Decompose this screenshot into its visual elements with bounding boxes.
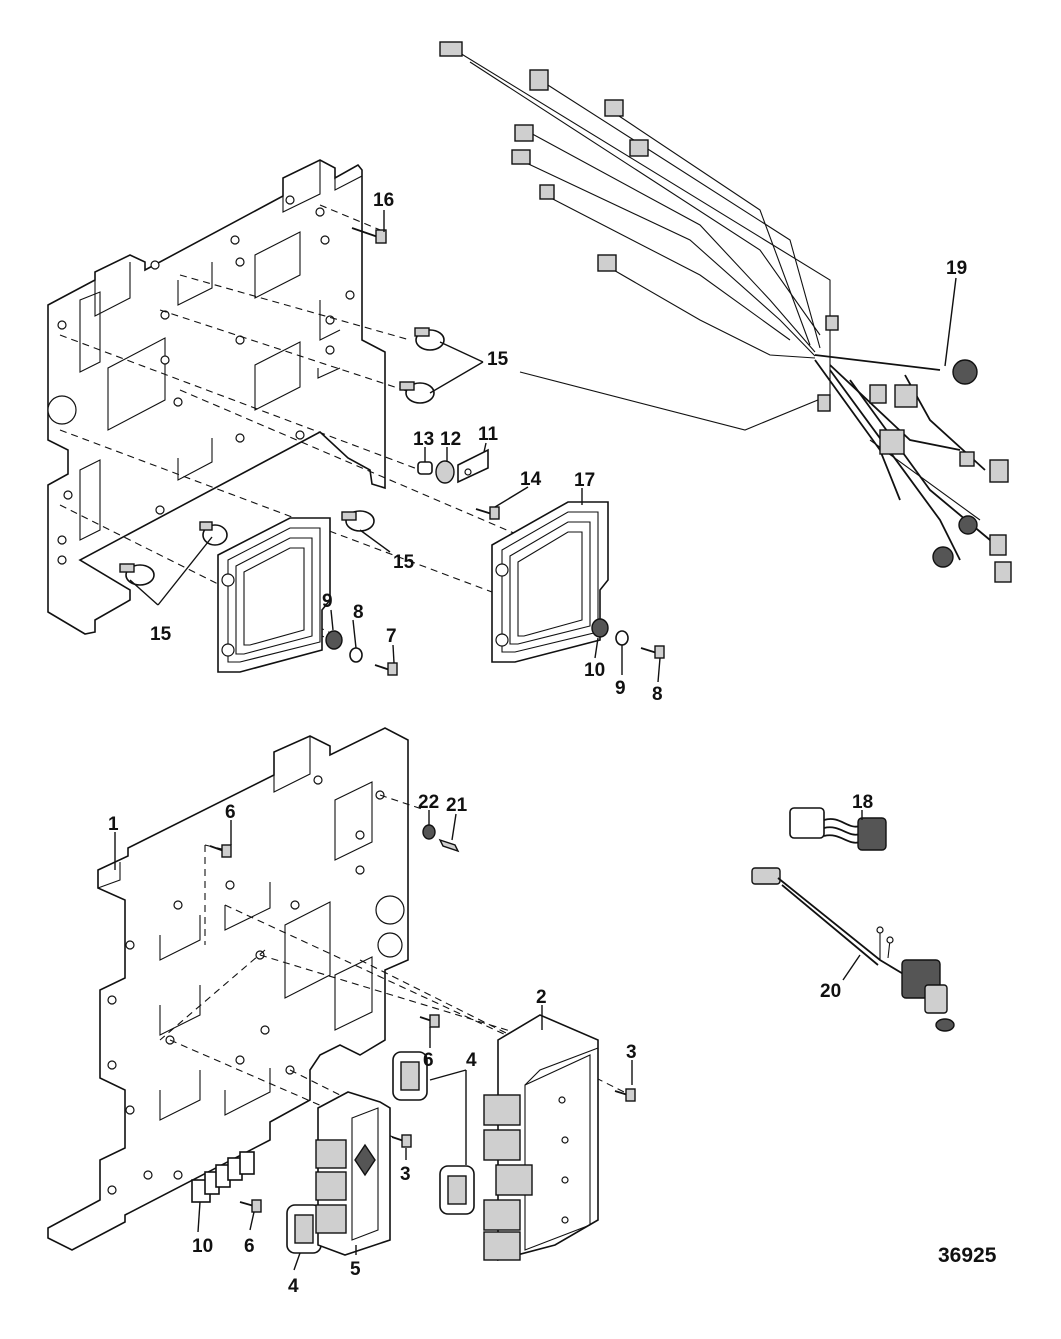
fuse-box-5 (315, 1091, 391, 1256)
clamp-15-mid-b (199, 521, 228, 546)
callout-21: 21 (446, 795, 468, 816)
ecm-module-left (217, 517, 331, 673)
callout-12: 12 (440, 429, 461, 450)
callout-10-b: 10 (584, 660, 605, 681)
callout-8-b: 8 (652, 684, 663, 705)
clamp-15-upper-a (414, 327, 445, 351)
callout-16: 16 (373, 190, 394, 211)
harness-20 (751, 867, 955, 1032)
callout-19: 19 (946, 258, 967, 279)
figure-number: 36925 (938, 1244, 997, 1267)
relay-block-7 (191, 1151, 255, 1203)
washer-9-right (615, 630, 629, 646)
screw-21 (438, 838, 460, 853)
bracket-11 (457, 448, 489, 484)
callout-20: 20 (820, 981, 841, 1002)
adapter-harness-18 (789, 807, 887, 851)
callout-9-a: 8 (353, 602, 364, 623)
bolt-8-right (640, 645, 665, 659)
clamp-15-mid-a (341, 510, 375, 532)
callout-6-b: 6 (423, 1050, 434, 1071)
callout-14: 14 (520, 469, 542, 490)
grommet-10-left (325, 630, 343, 650)
callout-labels: 16 15 13 12 11 14 17 15 15 9 8 7 10 9 8 … (108, 190, 967, 1297)
power-distribution-module-2 (483, 1014, 599, 1262)
callout-4-b: 4 (288, 1276, 299, 1297)
callout-7: 10 (192, 1236, 213, 1257)
callout-15-a: 15 (487, 349, 509, 370)
clamp-15-upper-b (399, 381, 435, 404)
ecm-module-right (491, 501, 609, 663)
callout-3-b: 3 (400, 1164, 411, 1185)
callout-15-b: 15 (393, 552, 415, 573)
callout-22: 22 (418, 792, 439, 813)
connector-4-lower (439, 1165, 475, 1215)
washer-22 (422, 824, 436, 840)
grommet-10-right (591, 618, 609, 638)
bolt-6-middle (419, 1014, 440, 1028)
callout-2: 2 (536, 987, 547, 1008)
upper-mounting-plate (47, 159, 386, 635)
leader-lines (114, 210, 957, 1271)
wiring-harness-19 (439, 41, 1012, 583)
callout-4-a: 4 (466, 1050, 477, 1071)
lower-mounting-plate (47, 727, 409, 1251)
connector-4-upper (392, 1051, 428, 1101)
callout-6-c: 6 (244, 1236, 255, 1257)
washer-9-left (349, 647, 363, 663)
callout-11: 11 (478, 424, 499, 445)
bolt-8-left (374, 662, 398, 676)
callout-5: 5 (350, 1259, 361, 1280)
callout-18: 18 (852, 792, 873, 813)
bolt-16 (351, 227, 387, 244)
spacer-13 (417, 461, 433, 475)
clamp-15-lower (119, 563, 155, 586)
callout-13: 13 (413, 429, 434, 450)
callout-17: 17 (574, 470, 595, 491)
callout-10-a: 9 (322, 591, 333, 612)
callout-8-a: 7 (386, 626, 397, 647)
callout-6-a: 6 (225, 802, 236, 823)
lower-assembly-lines (159, 794, 631, 1141)
grommet-12 (435, 460, 455, 484)
callout-3-a: 3 (626, 1042, 637, 1063)
callout-15-c: 15 (150, 624, 172, 645)
bolt-6-top (209, 844, 232, 858)
bolt-6-bottom (239, 1199, 262, 1213)
bolt-3-right (614, 1088, 636, 1102)
callout-9-b: 9 (615, 678, 626, 699)
callout-1: 1 (108, 814, 119, 835)
bolt-3-center (391, 1134, 412, 1148)
bolt-14 (475, 506, 500, 520)
